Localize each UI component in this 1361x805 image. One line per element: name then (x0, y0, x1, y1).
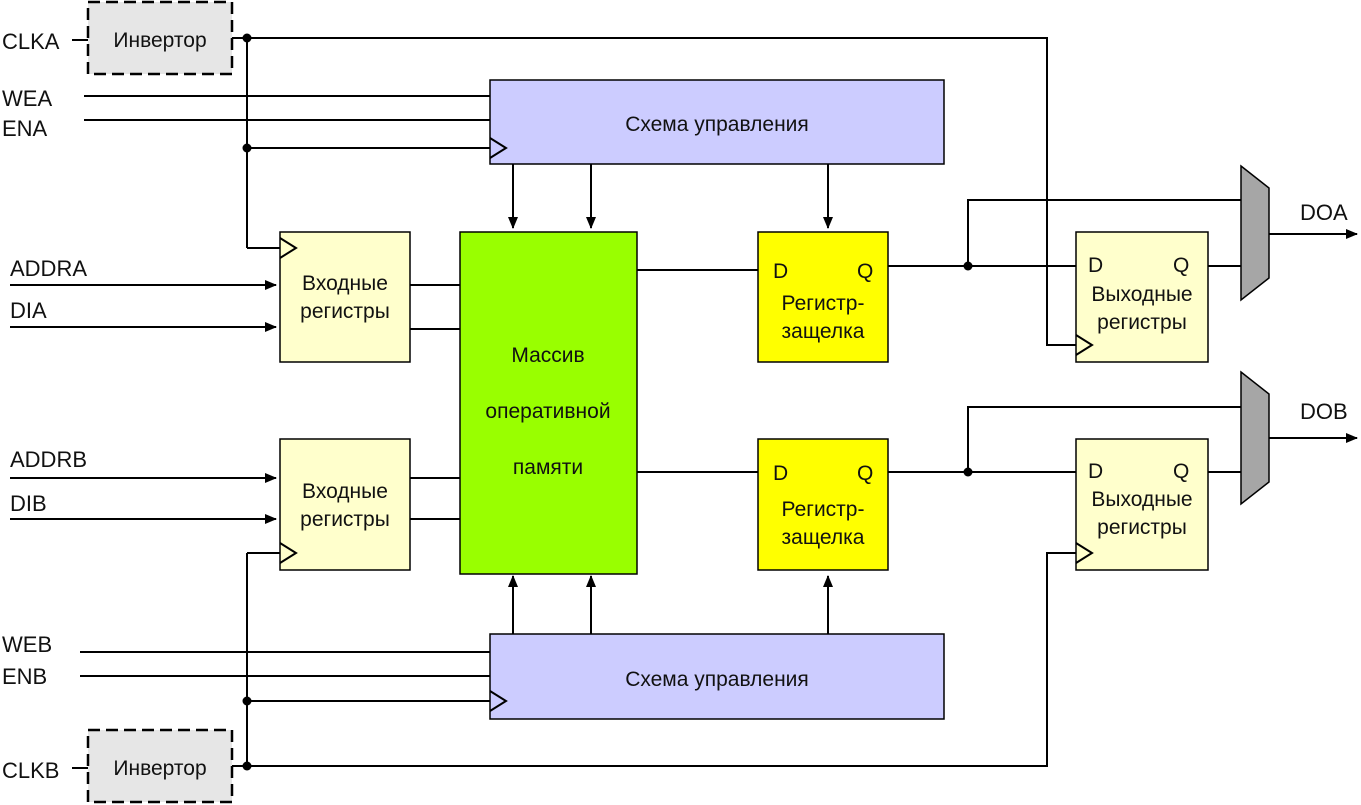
inverter-top: Инвертор (86, 0, 234, 76)
signal-web: WEB (2, 632, 52, 657)
signal-doa: DOA (1300, 200, 1348, 225)
signal-addrb: ADDRB (10, 447, 87, 472)
wires (10, 37, 1358, 769)
signal-ena: ENA (2, 116, 48, 141)
control-circuit-bottom: Схема управления (489, 633, 945, 720)
latch-b-q: Q (857, 462, 873, 485)
inverter-bottom-label: Инвертор (113, 757, 206, 780)
latch-a-d: D (773, 260, 788, 283)
latch-a-q: Q (857, 260, 873, 283)
signal-clkb: CLKB (2, 758, 59, 783)
ram-line-1: Массив (511, 344, 584, 367)
inverter-bottom: Инвертор (86, 728, 234, 804)
signal-dia: DIA (10, 298, 47, 323)
input-regs-a-line-1: Входные (302, 272, 388, 295)
output-regs-a-line-2: регистры (1097, 311, 1187, 334)
signal-dob: DOB (1300, 399, 1348, 424)
input-regs-b-line-2: регистры (300, 508, 390, 531)
ram-array: Массив оперативной памяти (459, 231, 638, 575)
latch-register-a: D Q Регистр- защелка (757, 231, 889, 363)
latch-b-d: D (773, 462, 788, 485)
output-regs-b-q: Q (1173, 460, 1189, 483)
output-regs-a-d: D (1088, 254, 1103, 277)
input-regs-b-line-1: Входные (302, 480, 388, 503)
input-regs-a-line-2: регистры (300, 300, 390, 323)
latch-a-line-2: защелка (782, 320, 865, 343)
signal-dib: DIB (10, 491, 47, 516)
output-registers-b: D Q Выходные регистры (1075, 438, 1209, 571)
output-regs-b-d: D (1088, 460, 1103, 483)
latch-register-b: D Q Регистр- защелка (757, 438, 889, 571)
signal-wea: WEA (2, 86, 52, 111)
control-circuit-top: Схема управления (489, 79, 945, 165)
latch-b-line-1: Регистр- (782, 498, 865, 521)
signal-labels: CLKA WEA ENA ADDRA DIA ADDRB DIB WEB ENB… (2, 29, 1348, 783)
latch-a-line-1: Регистр- (782, 292, 865, 315)
output-regs-a-q: Q (1173, 254, 1189, 277)
signal-clka: CLKA (2, 29, 60, 54)
output-registers-a: D Q Выходные регистры (1075, 231, 1209, 363)
output-regs-b-line-2: регистры (1097, 516, 1187, 539)
signal-addra: ADDRA (10, 256, 87, 281)
inverter-top-label: Инвертор (113, 29, 206, 52)
multiplexer-a (1240, 164, 1270, 302)
control-top-label: Схема управления (625, 113, 809, 136)
multiplexer-b (1240, 370, 1270, 506)
control-bottom-label: Схема управления (625, 668, 809, 691)
ram-line-2: оперативной (485, 400, 610, 423)
output-regs-a-line-1: Выходные (1091, 283, 1192, 306)
latch-b-line-2: защелка (782, 526, 865, 549)
ram-line-3: памяти (513, 456, 583, 479)
input-registers-b: Входные регистры (279, 438, 411, 571)
signal-enb: ENB (2, 664, 47, 689)
junction-dots (242, 33, 973, 771)
input-registers-a: Входные регистры (279, 231, 411, 363)
output-regs-b-line-1: Выходные (1091, 488, 1192, 511)
